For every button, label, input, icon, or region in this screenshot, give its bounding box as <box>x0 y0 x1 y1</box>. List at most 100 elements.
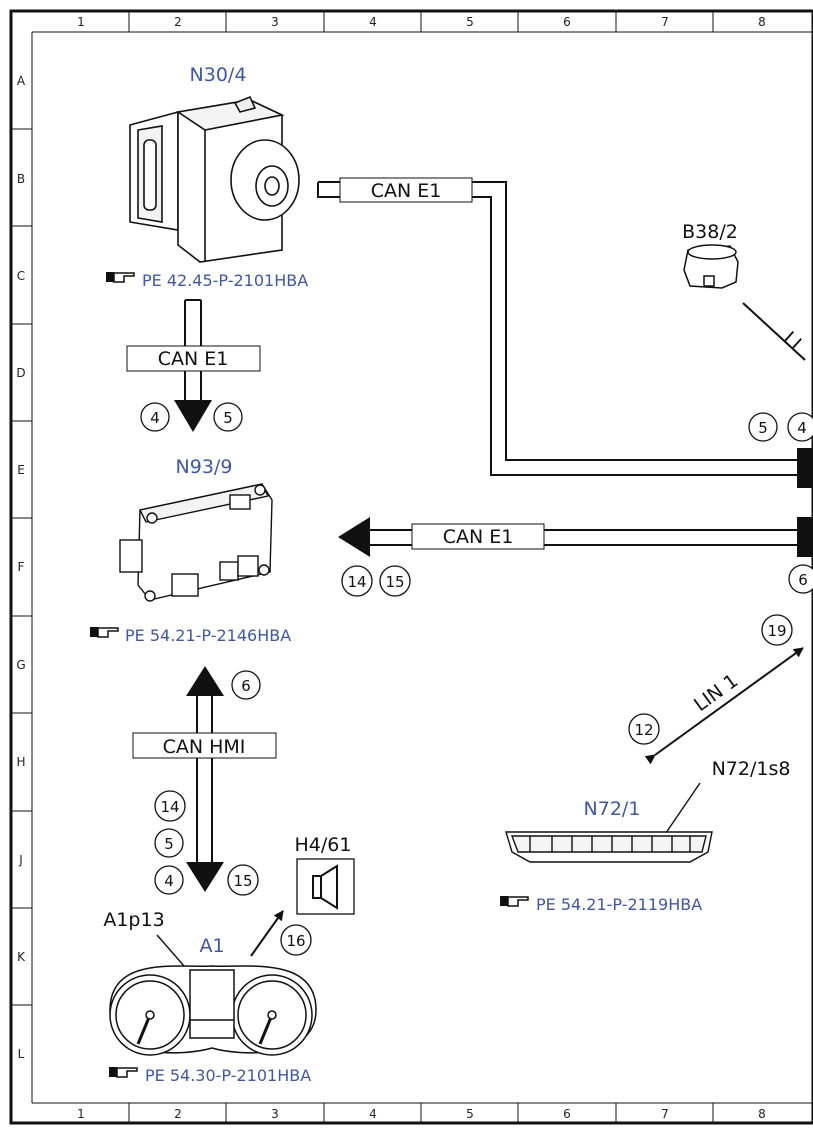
speaker-icon <box>312 864 338 910</box>
grid-row-label: A <box>17 74 26 88</box>
grid-col-label: 3 <box>271 15 279 29</box>
can-e1-middle-box <box>411 523 545 550</box>
svg-text:4: 4 <box>164 872 174 890</box>
grid-row-label: K <box>17 950 26 964</box>
can-e1-top-line <box>317 181 805 476</box>
diagram-frame: 1 2 3 4 5 6 7 8 1 2 3 4 5 6 7 8 A B C D … <box>9 9 813 1125</box>
grid-col-label: 6 <box>563 15 571 29</box>
can-e1-vertical-label: CAN E1 <box>158 348 229 370</box>
n93-9-code[interactable]: N93/9 <box>176 456 233 478</box>
lin1-line <box>644 647 804 765</box>
pin-circle: 12 <box>628 713 660 745</box>
svg-text:4: 4 <box>797 419 807 437</box>
grid-row-label: F <box>18 560 25 574</box>
n72-1-code[interactable]: N72/1 <box>584 798 641 820</box>
can-e1-down-arrowhead <box>174 400 212 432</box>
grid-row-label: B <box>17 172 25 186</box>
grid-col-label: 2 <box>174 15 182 29</box>
grid-col-label: 3 <box>271 1107 279 1121</box>
pin-circle: 15 <box>379 565 411 597</box>
grid-col-label: 2 <box>174 1107 182 1121</box>
can-e1-top-box <box>339 177 473 203</box>
n72-1-ref-text[interactable]: PE 54.21-P-2119HBA <box>536 895 702 914</box>
grid-col-label: 1 <box>77 15 85 29</box>
a1-code[interactable]: A1 <box>199 935 224 957</box>
pin-circle: 5 <box>748 412 778 442</box>
pin-circle: 4 <box>787 412 813 442</box>
can-e1-middle-label: CAN E1 <box>443 526 514 548</box>
svg-text:14: 14 <box>160 798 179 816</box>
a1-ref-text[interactable]: PE 54.30-P-2101HBA <box>145 1066 311 1085</box>
can-hmi-down-arrowhead <box>186 862 224 892</box>
pin-circle: 19 <box>761 614 793 646</box>
svg-text:5: 5 <box>223 409 233 427</box>
svg-text:14: 14 <box>347 573 366 591</box>
pin-circle: 5 <box>213 402 243 432</box>
pin-circle: 4 <box>140 402 170 432</box>
grid-row-label: D <box>16 366 25 380</box>
n93-9-reference[interactable]: PE 54.21-P-2146HBA <box>90 626 291 645</box>
svg-text:19: 19 <box>767 622 786 640</box>
can-e1-vertical-box <box>126 345 261 372</box>
lin1-label: LIN 1 <box>690 670 742 716</box>
can-e1-right-arrowhead <box>797 448 813 488</box>
pin-circle: 5 <box>154 828 184 858</box>
can-hmi-line <box>196 696 213 862</box>
grid-col-label: 8 <box>758 15 766 29</box>
grid-row-label: J <box>18 853 23 867</box>
svg-text:16: 16 <box>286 932 305 950</box>
svg-text:15: 15 <box>233 872 252 890</box>
grid-col-label: 4 <box>369 1107 377 1121</box>
n30-4-reference[interactable]: PE 42.45-P-2101HBA <box>106 271 308 290</box>
h4-61-code[interactable]: H4/61 <box>295 834 352 856</box>
grid-row-label: L <box>18 1047 25 1061</box>
grid-col-label: 4 <box>369 15 377 29</box>
grid-row-label: E <box>17 463 25 477</box>
pointing-hand-icon <box>106 272 135 283</box>
svg-text:5: 5 <box>758 419 768 437</box>
speaker-arrow <box>250 910 284 957</box>
can-e1-left-arrowhead <box>338 517 370 557</box>
grid-col-label: 1 <box>77 1107 85 1121</box>
pin-circle: 14 <box>341 565 373 597</box>
can-e1-top-label: CAN E1 <box>371 180 442 202</box>
svg-text:5: 5 <box>164 835 174 853</box>
n72-1-reference[interactable]: PE 54.21-P-2119HBA <box>500 895 702 914</box>
rain-light-sensor-icon <box>683 244 739 289</box>
can-hmi-up-arrowhead <box>186 666 224 696</box>
svg-text:6: 6 <box>798 571 808 589</box>
pin-circle: 14 <box>154 790 186 822</box>
switch-panel-icon <box>505 831 713 863</box>
pointing-hand-icon <box>90 627 119 638</box>
grid-col-label: 7 <box>661 15 669 29</box>
grid-row-label: C <box>17 269 25 283</box>
esp-control-unit-icon <box>129 95 300 263</box>
pointing-hand-icon <box>109 1067 138 1078</box>
lin-cut-label: LI <box>779 327 806 354</box>
pointing-hand-icon <box>500 896 529 907</box>
svg-text:6: 6 <box>241 677 251 695</box>
grid-col-label: 5 <box>466 1107 474 1121</box>
pin-circle: 4 <box>154 865 184 895</box>
central-gateway-icon <box>119 483 273 602</box>
grid-col-label: 6 <box>563 1107 571 1121</box>
grid-row-label: G <box>16 658 25 672</box>
n72-1s8-label[interactable]: N72/1s8 <box>712 758 791 780</box>
n30-4-code[interactable]: N30/4 <box>190 64 247 86</box>
svg-text:4: 4 <box>150 409 160 427</box>
n30-4-ref-text[interactable]: PE 42.45-P-2101HBA <box>142 271 308 290</box>
svg-text:12: 12 <box>634 721 653 739</box>
pin-circle: 6 <box>231 670 261 700</box>
grid-row-label: H <box>16 755 25 769</box>
pin-circle: 6 <box>788 564 813 594</box>
can-hmi-box <box>132 732 277 759</box>
a1p13-label[interactable]: A1p13 <box>103 909 164 931</box>
can-hmi-label: CAN HMI <box>163 736 246 758</box>
svg-text:15: 15 <box>385 573 404 591</box>
pin-circle: 16 <box>280 924 312 956</box>
b38-2-code[interactable]: B38/2 <box>682 221 738 243</box>
can-e1-right-stub <box>797 517 813 557</box>
grid-col-label: 5 <box>466 15 474 29</box>
a1-reference[interactable]: PE 54.30-P-2101HBA <box>109 1066 311 1085</box>
n93-9-ref-text[interactable]: PE 54.21-P-2146HBA <box>125 626 291 645</box>
